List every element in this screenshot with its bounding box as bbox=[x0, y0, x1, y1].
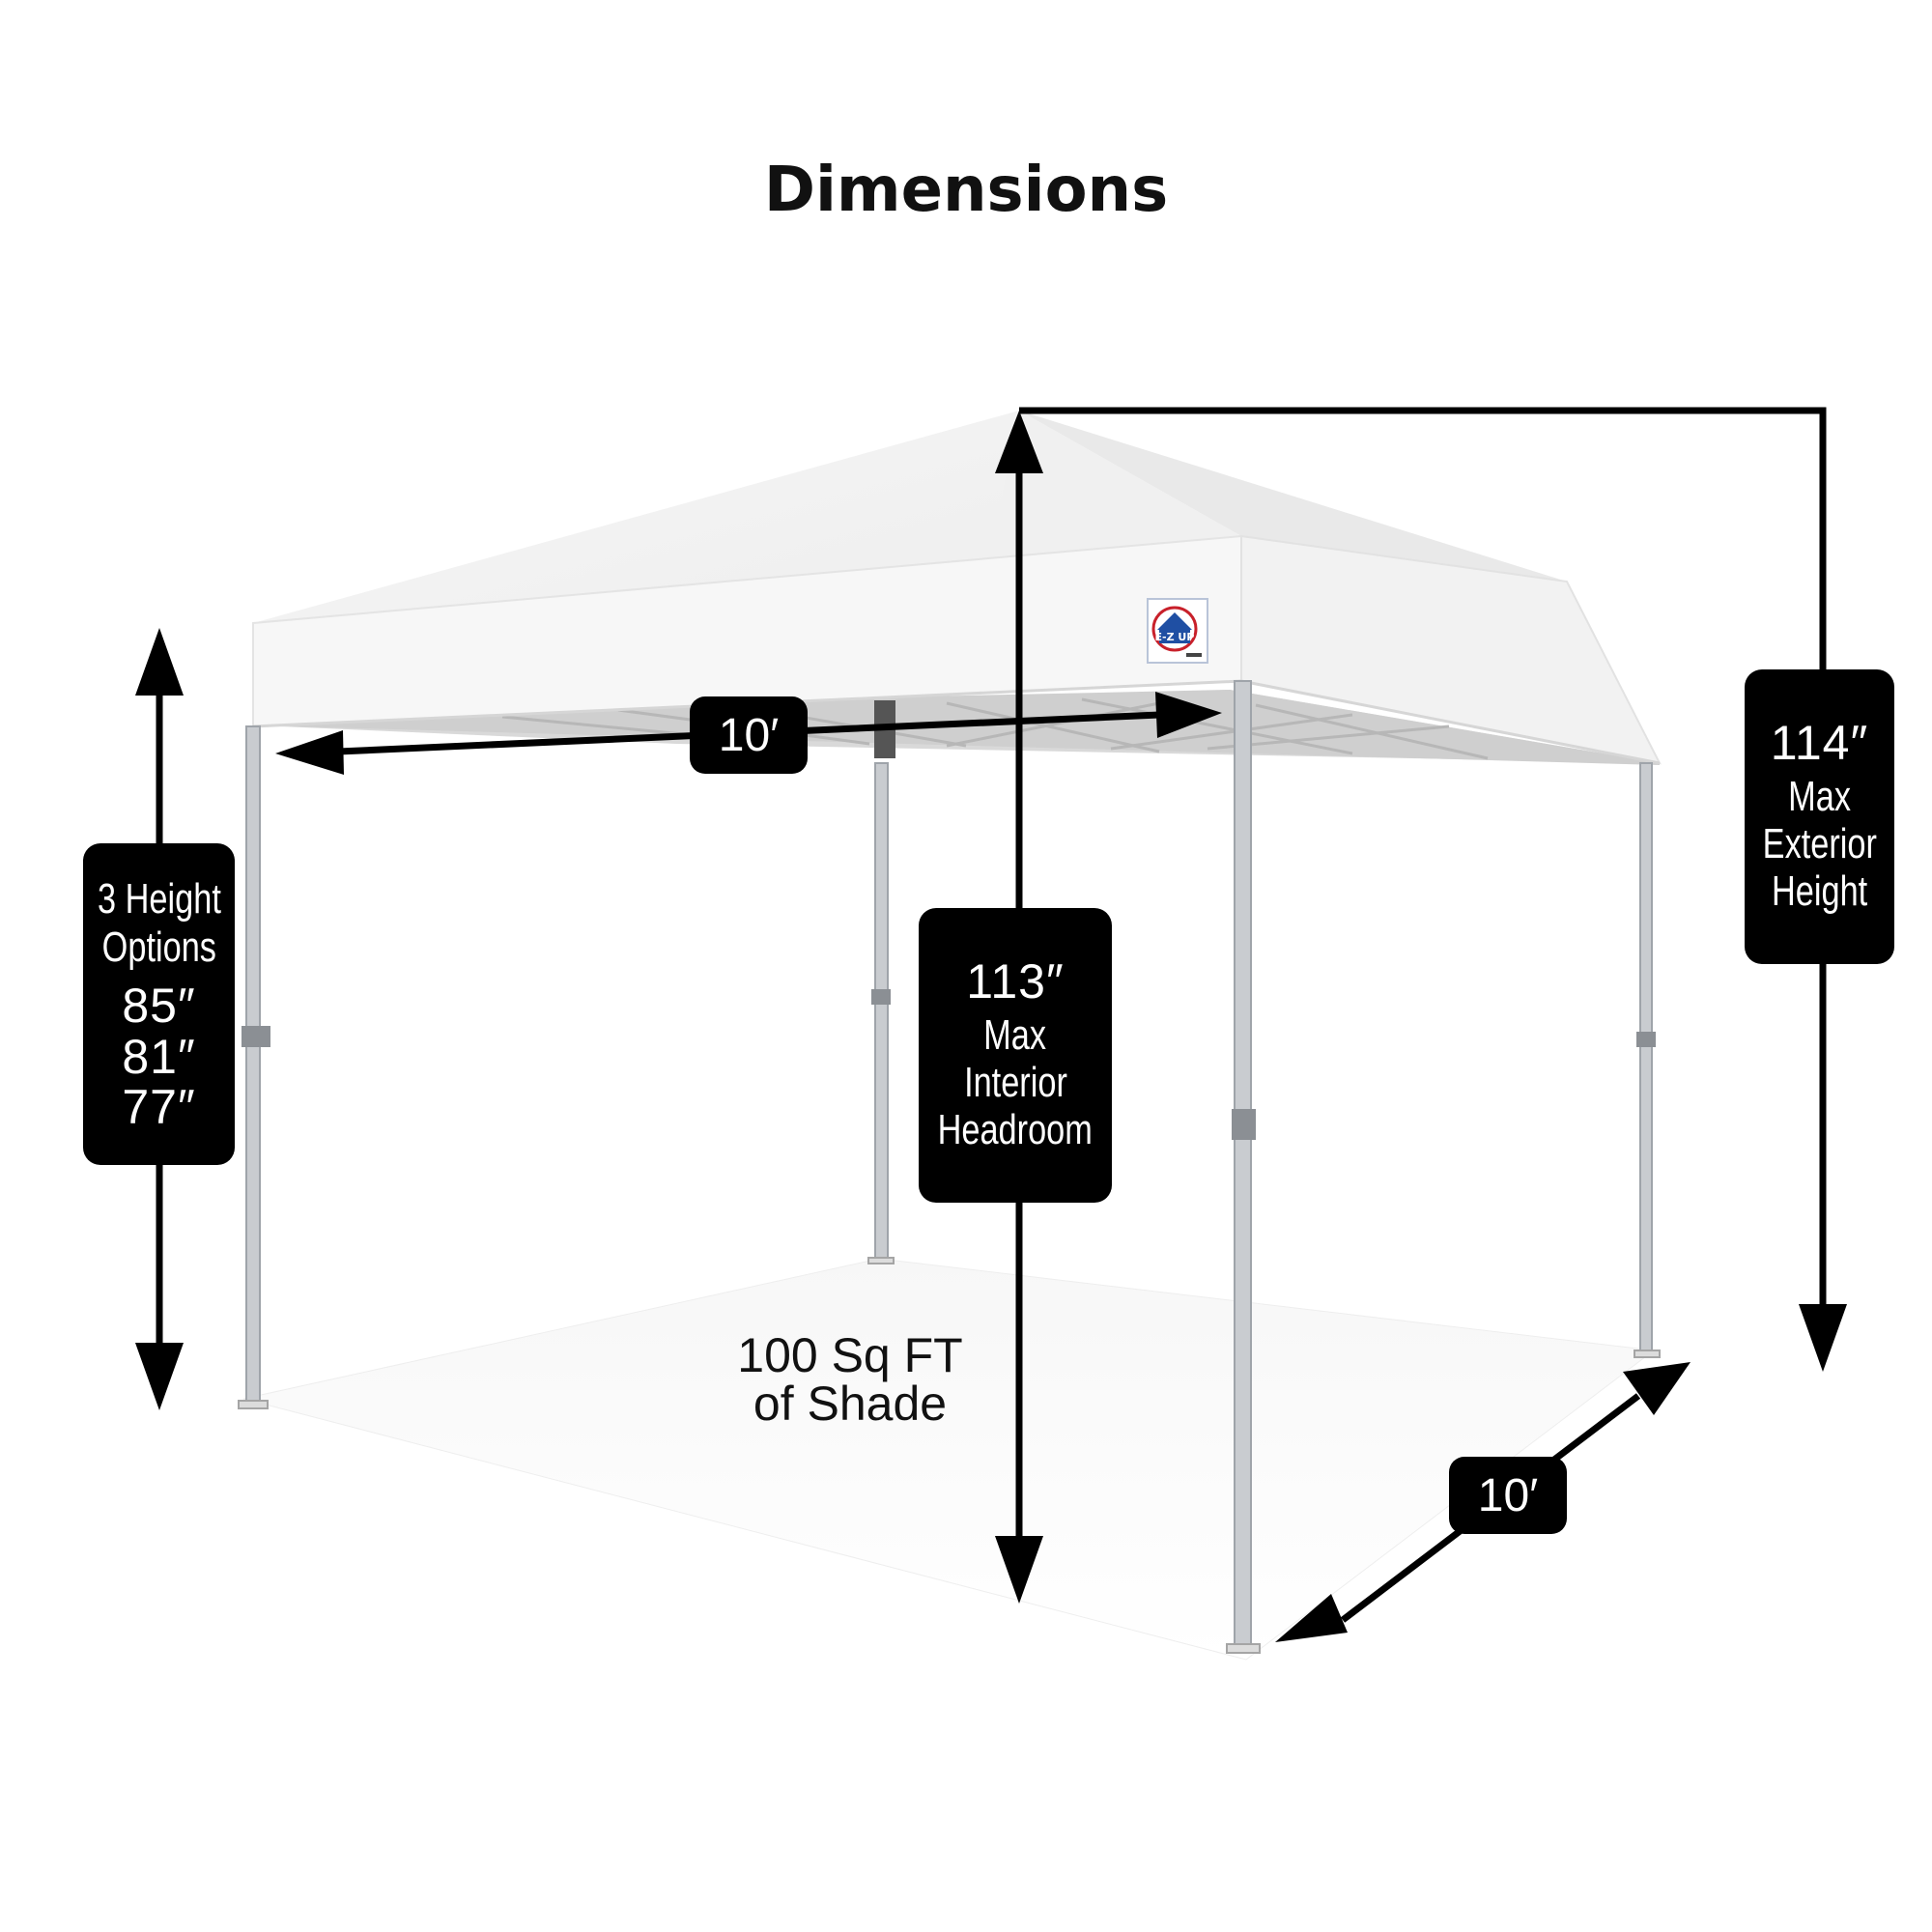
interior-headroom-line2: Interior bbox=[963, 1059, 1067, 1107]
height-option-85: 85″ bbox=[122, 979, 196, 1034]
canopy-roof-right bbox=[1019, 411, 1567, 582]
interior-headroom-line1: Max bbox=[983, 1010, 1047, 1059]
svg-text:E-Z UP: E-Z UP bbox=[1155, 631, 1195, 643]
depth-label: 10′ bbox=[1449, 1457, 1567, 1534]
interior-headroom-badge: 113″ Max Interior Headroom bbox=[919, 908, 1112, 1203]
shade-line1: 100 Sq FT bbox=[737, 1328, 963, 1382]
exterior-height-badge: 114″ Max Exterior Height bbox=[1745, 669, 1894, 964]
exterior-height-line1: Max bbox=[1788, 772, 1851, 820]
leg-front-right bbox=[1234, 680, 1252, 1648]
shade-area-label: 100 Sq FT of Shade bbox=[715, 1331, 985, 1428]
canopy-legs bbox=[245, 680, 1653, 1648]
height-options-badge: 3 Height Options 85″ 81″ 77″ bbox=[83, 843, 235, 1165]
width-label: 10′ bbox=[690, 696, 808, 774]
leg-front-left bbox=[245, 725, 261, 1406]
page-title: Dimensions bbox=[763, 155, 1169, 226]
interior-headroom-line3: Headroom bbox=[937, 1106, 1094, 1154]
leg-back-middle bbox=[874, 762, 889, 1262]
leg-back-right bbox=[1639, 762, 1653, 1353]
exterior-height-line3: Height bbox=[1771, 867, 1868, 916]
height-option-77: 77″ bbox=[122, 1080, 196, 1135]
shade-line2: of Shade bbox=[753, 1377, 948, 1431]
dimension-arrows bbox=[135, 407, 1847, 1642]
shade-floor bbox=[242, 1258, 1656, 1661]
exterior-height-value: 114″ bbox=[1770, 716, 1869, 771]
height-option-81: 81″ bbox=[122, 1029, 196, 1084]
height-options-line2: Options bbox=[101, 923, 216, 971]
interior-headroom-value: 113″ bbox=[966, 954, 1065, 1009]
ez-up-logo-icon: E-Z UP bbox=[1147, 598, 1208, 664]
exterior-height-line2: Exterior bbox=[1762, 820, 1877, 868]
height-options-line1: 3 Height bbox=[97, 875, 221, 923]
